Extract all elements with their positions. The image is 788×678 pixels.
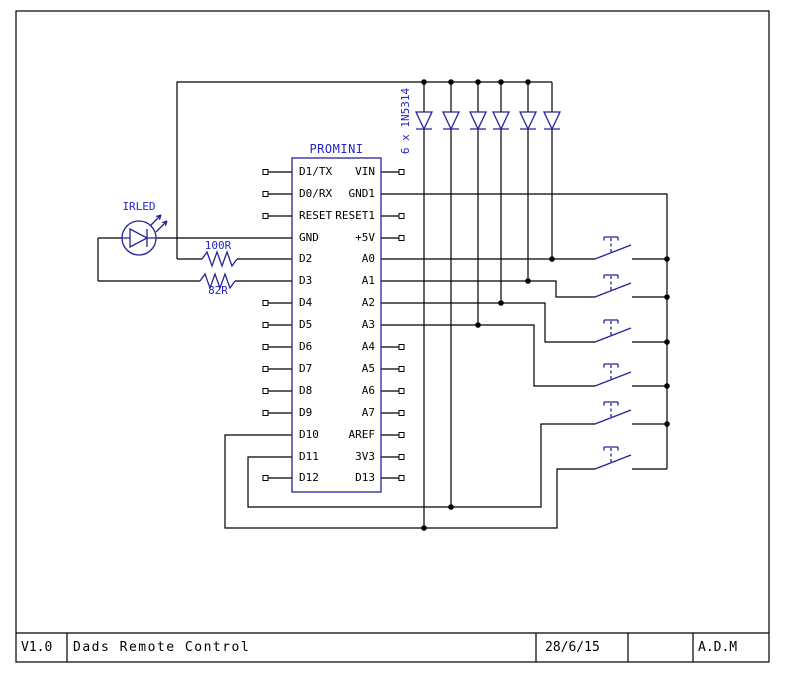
ic-right-pin-label: A4 <box>361 340 375 353</box>
ic-right-pin-label: A3 <box>361 318 375 331</box>
ic-left-pin-label: GND <box>299 231 319 244</box>
diode-array <box>414 82 562 528</box>
diode-array-label: 6 x 1N5314 <box>399 87 412 155</box>
title-block-date: 28/6/15 <box>545 640 600 655</box>
title-block-version: V1.0 <box>21 640 53 655</box>
resistor-82r-symbol <box>199 272 236 290</box>
switch-array <box>594 236 632 470</box>
ic-left-pin-label: D1/TX <box>299 165 333 178</box>
ic-right-pin-label: D13 <box>355 471 375 484</box>
ic-right-pin-label: GND1 <box>348 187 376 200</box>
switch-2 <box>594 274 632 298</box>
ic-right-pin-label: A5 <box>361 362 375 375</box>
ic-right-pin-label: A0 <box>361 252 375 265</box>
drawing-border <box>15 10 770 663</box>
ic-left-pin-label: D11 <box>299 450 319 463</box>
ic-left-pin-label: D12 <box>299 471 319 484</box>
diode-symbols <box>414 111 562 131</box>
ic-left-pin-label: D0/RX <box>299 187 333 200</box>
resistor-82r-label: 82R <box>208 284 228 297</box>
ic-left-pin-label: D9 <box>299 406 313 419</box>
ic-right-pin-label: VIN <box>355 165 375 178</box>
ic-left-pin-label: D10 <box>299 428 319 441</box>
switch-6 <box>594 446 632 470</box>
ic-left-pin-label: D4 <box>299 296 313 309</box>
ic-right-pin-label: +5V <box>355 231 375 244</box>
switch-3 <box>594 319 632 343</box>
ic-left-pin-label: D5 <box>299 318 313 331</box>
ic-right-pin-label: A6 <box>361 384 375 397</box>
ic-left-pin-label: D3 <box>299 274 313 287</box>
ic-right-pin-label: A2 <box>361 296 375 309</box>
ic-right-pin-label: 3V3 <box>355 450 375 463</box>
ic-right-pin-label: A1 <box>361 274 375 287</box>
switch-5 <box>594 401 632 425</box>
ic-title: PROMINI <box>309 142 364 156</box>
ic-left-pin-label: RESET <box>299 209 333 222</box>
title-block-author: A.D.M <box>698 640 738 655</box>
resistor-100r-symbol <box>201 250 238 268</box>
title-block-title: Dads Remote Control <box>73 640 251 655</box>
switch-4 <box>594 363 632 387</box>
pin-stubs <box>262 169 405 481</box>
ir-led-symbol <box>121 214 168 256</box>
ic-left-pin-label: D8 <box>299 384 313 397</box>
ic-box <box>291 157 382 493</box>
wires <box>97 81 668 529</box>
switch-1 <box>594 236 632 260</box>
ic-right-pin-label: RESET1 <box>335 209 375 222</box>
ic-right-pin-label: AREF <box>348 428 376 441</box>
title-block-grid <box>16 632 769 662</box>
ic-left-pin-label: D6 <box>299 340 313 353</box>
terminal-squares <box>262 169 405 481</box>
resistor-100r-label: 100R <box>204 239 232 252</box>
ic-left-pin-label: D2 <box>299 252 313 265</box>
ic-right-pin-label: A7 <box>361 406 375 419</box>
ir-led-label: IRLED <box>122 200 156 213</box>
junction-dots <box>421 79 670 531</box>
ic-left-pin-label: D7 <box>299 362 313 375</box>
